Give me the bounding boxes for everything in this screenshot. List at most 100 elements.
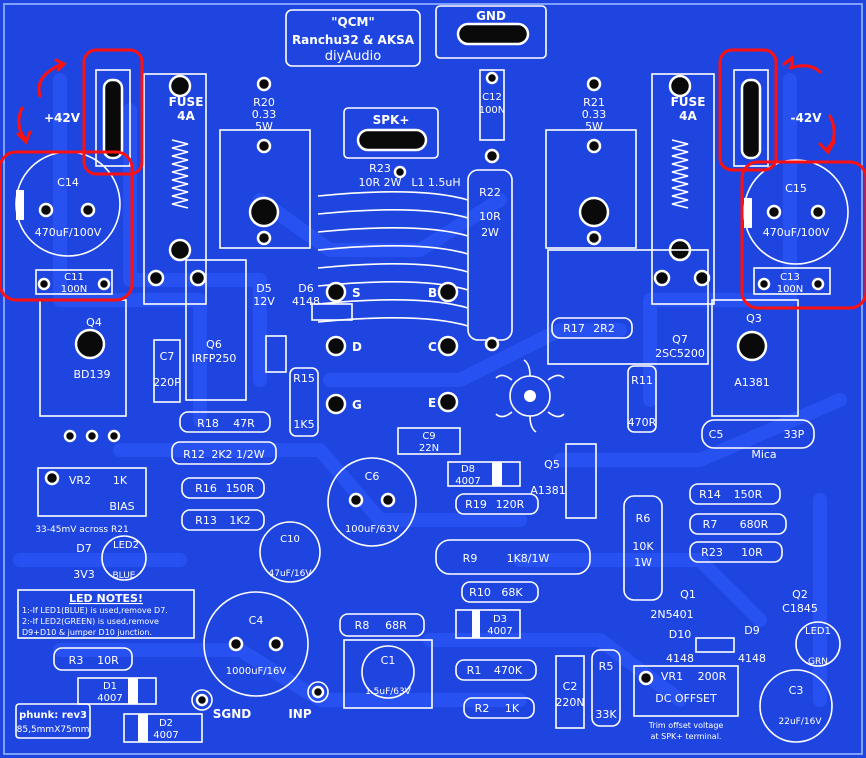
cap-c7: C7 220P <box>153 339 181 403</box>
cap-c15: C15 470uF/100V <box>743 159 849 265</box>
resistor-r23b: R23 10R <box>689 541 783 563</box>
r23a-value: 10R 2W <box>358 176 401 189</box>
c5-type: Mica <box>751 448 776 461</box>
inp-label: INP <box>288 707 312 721</box>
d3-value: 4007 <box>487 626 512 637</box>
diode-d7: D7 3V3 <box>73 542 95 581</box>
cap-c10: C10 47uF/16V <box>259 521 321 583</box>
neg-rail-pad <box>740 78 762 160</box>
r18-ref: R18 <box>197 417 219 430</box>
r16-ref: R16 <box>195 482 217 495</box>
cap-c12: C12 100N <box>479 69 506 164</box>
r6-ref: R6 <box>636 512 651 525</box>
d5-value: 12V <box>253 295 275 308</box>
c12-value: 100N <box>479 105 506 116</box>
vr2-function: BIAS <box>109 500 134 513</box>
transistor-q5: Q5 A1381 <box>530 443 597 519</box>
c14-value: 470uF/100V <box>35 226 102 239</box>
fuse-left-rating: 4A <box>177 109 195 123</box>
r6-power: 1W <box>634 556 652 569</box>
diode-d9: D9 4148 <box>738 624 766 665</box>
r2-ref: R2 <box>475 702 490 715</box>
r11-ref: R11 <box>631 374 653 387</box>
r16-value: 150R <box>226 482 255 495</box>
vr2-ref: VR2 <box>69 474 91 487</box>
q5-ref: Q5 <box>544 458 560 471</box>
led-notes-line3: D9+D10 & jumper D10 junction. <box>22 628 152 637</box>
c5-ref: C5 <box>709 428 724 441</box>
c13-ref: C13 <box>780 272 800 283</box>
cap-c2: C2 220N <box>555 655 585 729</box>
r21-ref: R21 <box>583 96 605 109</box>
pos-rail-pad <box>102 78 124 160</box>
r13-value: 1K2 <box>229 514 250 527</box>
r17-value: 2R2 <box>593 322 615 335</box>
vr1-ref: VR1 <box>661 670 683 683</box>
led2-color: BLUE <box>112 571 135 581</box>
board-outline <box>3 3 863 755</box>
r20-ref: R20 <box>253 96 275 109</box>
r2-value: 1K <box>505 702 520 715</box>
r10-value: 68K <box>501 586 523 599</box>
r21-power: 5W <box>585 120 603 133</box>
c2-value: 220N <box>555 696 584 709</box>
d9-value: 4148 <box>738 652 766 665</box>
r23b-value: 10R <box>741 546 763 559</box>
diode-d2: D2 4007 <box>123 713 203 743</box>
led-notes-title: LED NOTES! <box>69 592 143 605</box>
c1-value: 1.5uF/63V <box>365 687 412 697</box>
r5-ref: R5 <box>599 660 614 673</box>
diode-d8: D8 4007 <box>447 461 521 487</box>
transistor-q7: Q7 2SC5200 <box>547 249 709 365</box>
spk-pad <box>356 128 428 152</box>
neg-rail-connector <box>733 69 769 167</box>
q4-value: BD139 <box>73 368 110 381</box>
r19-ref: R19 <box>465 498 487 511</box>
resistor-r12: R12 2K2 1/2W <box>171 441 277 465</box>
cap-c9: C9 22N <box>397 427 461 455</box>
r8-ref: R8 <box>355 619 370 632</box>
c1-ref: C1 <box>381 654 396 667</box>
resistor-r10: R10 68K <box>461 581 539 603</box>
led-led1: LED1 GRN <box>795 621 841 667</box>
r13-ref: R13 <box>195 514 217 527</box>
resistor-r18: R18 47R <box>179 411 271 433</box>
led-led2: LED2 BLUE <box>101 535 147 581</box>
resistor-r2: R2 1K <box>463 697 535 719</box>
pin-c: C <box>428 340 437 354</box>
cap-c14: C14 470uF/100V <box>15 151 121 257</box>
d2-value: 4007 <box>153 730 178 741</box>
r12-value: 2K2 1/2W <box>211 448 264 461</box>
r5-value: 33K <box>595 708 617 721</box>
trimmer-vr1: VR1 200R DC OFFSET Trim offset voltage a… <box>633 665 739 741</box>
r7-value: 680R <box>740 518 769 531</box>
neg-rail-label: -42V <box>791 111 823 125</box>
d3-ref: D3 <box>493 614 507 625</box>
led-notes: LED NOTES! 1:-If LED1(BLUE) is used,remo… <box>17 589 195 639</box>
r21-value: 0.33 <box>582 108 607 121</box>
c3-value: 22uF/16V <box>779 717 823 727</box>
vr2-value: 1K <box>113 474 128 487</box>
resistor-r11: R11 470R <box>627 365 657 433</box>
diode-d10: D10 4148 <box>666 628 735 665</box>
bias-note: 33-45mV across R21 <box>35 525 128 535</box>
logo-emblem <box>495 359 565 433</box>
c7-value: 220P <box>153 376 181 389</box>
fuse-right-label: FUSE <box>671 95 706 109</box>
c15-value: 470uF/100V <box>763 226 830 239</box>
vr1-function: DC OFFSET <box>655 692 717 705</box>
r22-ref: R22 <box>479 186 501 199</box>
q7-value: 2SC5200 <box>655 347 705 360</box>
fuse-right: FUSE 4A <box>651 73 715 305</box>
trim-note-line2: at SPK+ terminal. <box>651 732 722 741</box>
r23a-ref: R23 <box>369 162 391 175</box>
r11-value: 470R <box>628 416 657 429</box>
sgnd-pad: SGND <box>191 689 251 721</box>
r8-value: 68R <box>385 619 407 632</box>
r19-value: 120R <box>496 498 525 511</box>
d2-ref: D2 <box>159 718 173 729</box>
trimmer-vr2: VR2 1K BIAS 33-45mV across R21 <box>35 467 147 535</box>
r23b-ref: R23 <box>701 546 723 559</box>
led-notes-line2: 2:-If LED2(GREEN) is used,remove <box>22 617 159 626</box>
